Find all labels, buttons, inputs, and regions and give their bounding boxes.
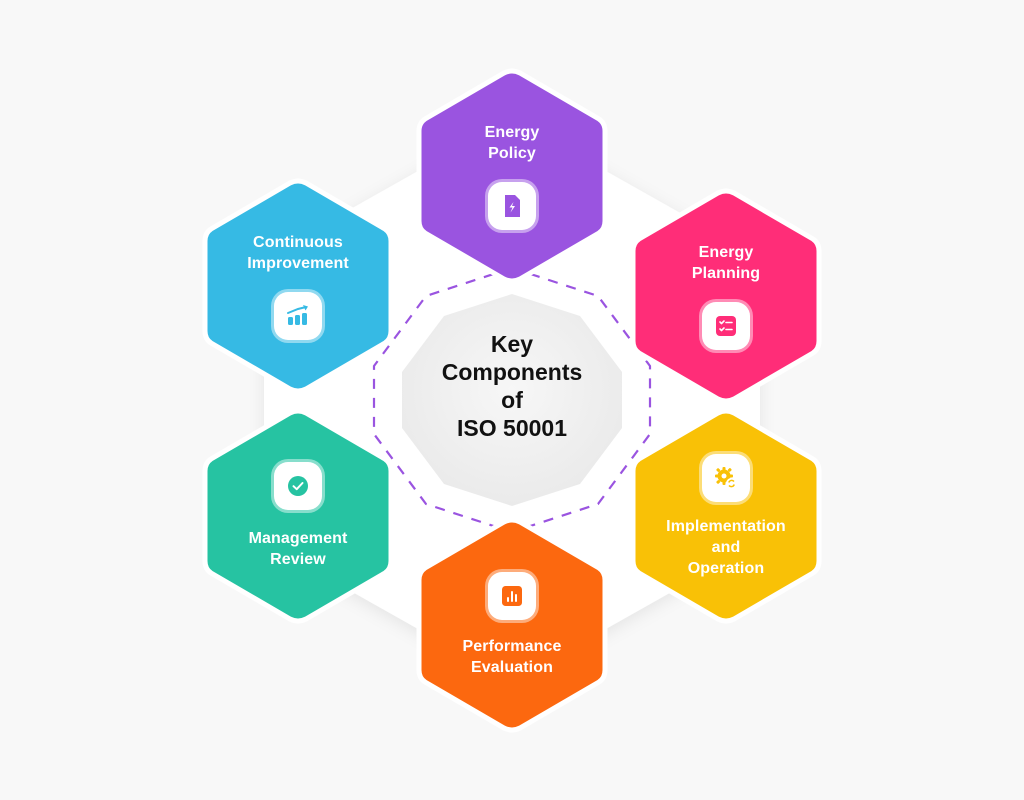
icon-container xyxy=(488,182,536,230)
hexagon-shape xyxy=(416,68,608,284)
hex-content: Energy Policy xyxy=(419,70,605,282)
bar-chart-icon xyxy=(502,586,522,606)
hex-content: Implementation and Operation xyxy=(633,410,819,622)
hex-performance-evaluation[interactable]: Performance Evaluation xyxy=(416,517,608,733)
icon-container xyxy=(702,302,750,350)
hex-content: Energy Planning xyxy=(633,190,819,402)
hexagon-shape xyxy=(630,188,822,404)
hexagon-shape xyxy=(630,408,822,624)
hex-continuous-improvement[interactable]: Continuous Improvement xyxy=(202,178,394,394)
icon-container xyxy=(488,572,536,620)
hex-content: Management Review xyxy=(205,410,391,622)
gear-refresh-icon xyxy=(715,466,737,489)
component-label: Energy Planning xyxy=(691,244,761,282)
hex-energy-planning[interactable]: Energy Planning xyxy=(630,188,822,404)
center-decagon xyxy=(402,294,622,506)
checklist-icon xyxy=(716,316,736,336)
document-lightning-icon xyxy=(505,195,520,217)
hex-management-review[interactable]: Management Review xyxy=(202,408,394,624)
hex-energy-policy[interactable]: Energy Policy xyxy=(416,68,608,284)
hex-implementation-operation[interactable]: Implementation and Operation xyxy=(630,408,822,624)
hexagon-shape xyxy=(202,178,394,394)
icon-container xyxy=(274,462,322,510)
component-label: Implementation and Operation xyxy=(666,517,786,577)
hexagon-shape xyxy=(202,408,394,624)
icon-container xyxy=(274,292,322,340)
hexagon-shape xyxy=(416,517,608,733)
component-label: Performance Evaluation xyxy=(462,638,562,676)
component-label: Management Review xyxy=(248,530,348,568)
component-label: Continuous Improvement xyxy=(247,234,349,272)
component-label: Energy Policy xyxy=(484,124,540,162)
center-title: Key Components of ISO 50001 xyxy=(441,331,583,441)
hex-content: Performance Evaluation xyxy=(419,519,605,731)
growth-chart-icon xyxy=(287,305,308,325)
icon-container xyxy=(702,453,750,502)
check-circle-icon xyxy=(288,476,308,496)
hex-content: Continuous Improvement xyxy=(205,180,391,392)
